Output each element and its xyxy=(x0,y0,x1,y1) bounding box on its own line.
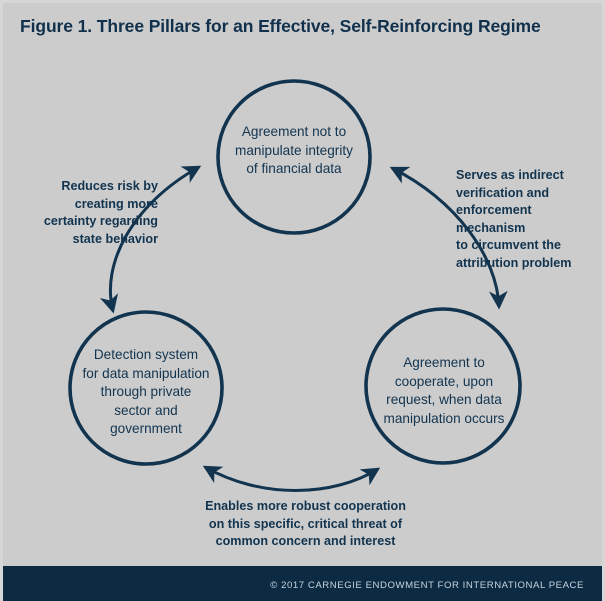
node-label-bottom-right-line-3: request, when data xyxy=(386,392,502,407)
diagram-canvas xyxy=(68,79,522,492)
connector-arrow-bottom xyxy=(202,465,381,492)
node-label-top: Agreement not to manipulate integrity of… xyxy=(218,123,370,179)
connector-label-bottom-line-1: Enables more robust cooperation xyxy=(205,499,406,513)
node-label-bottom-left-line-5: government xyxy=(110,421,182,436)
node-label-bottom-left-line-3: through private xyxy=(100,384,192,399)
connector-label-bottom-line-3: common concern and interest xyxy=(215,534,396,548)
connector-label-right-line-4: to circumvent the xyxy=(456,238,561,252)
connector-label-right-line-5: attribution problem xyxy=(456,255,572,270)
node-label-bottom-left-line-1: Detection system xyxy=(93,347,199,362)
connector-arrow-right xyxy=(389,166,508,310)
node-label-bottom-left: Detection system for data manipulation t… xyxy=(70,346,222,439)
connector-label-left-line-1: Reduces risk by xyxy=(61,179,158,193)
copyright-text: © 2017 CARNEGIE ENDOWMENT FOR INTERNATIO… xyxy=(270,580,584,591)
figure-title: Figure 1. Three Pillars for an Effective… xyxy=(20,16,541,36)
connector-label-right-line-1: Serves as indirect xyxy=(456,168,564,182)
node-label-bottom-right-line-4: manipulation occurs xyxy=(383,410,505,426)
connector-label-left: Reduces risk by creating more certainty … xyxy=(13,178,158,248)
node-label-bottom-right-line-2: cooperate, upon xyxy=(394,373,494,389)
node-label-top-line-3: of financial data xyxy=(246,161,342,176)
node-label-top-line-1: Agreement not to xyxy=(241,124,347,139)
node-circle-top xyxy=(216,79,372,235)
connector-label-left-line-4: state behavior xyxy=(72,231,158,246)
footer-bar: © 2017 CARNEGIE ENDOWMENT FOR INTERNATIO… xyxy=(3,566,602,601)
node-label-bottom-right-line-1: Agreement to xyxy=(403,355,485,370)
connector-label-right-line-2: verification and xyxy=(456,185,550,200)
node-label-bottom-left-line-4: sector and xyxy=(114,402,178,418)
connector-label-right: Serves as indirect verification and enfo… xyxy=(456,167,602,272)
node-label-bottom-left-line-2: for data manipulation xyxy=(82,365,210,381)
node-label-bottom-right: Agreement to cooperate, upon request, wh… xyxy=(367,354,521,428)
connector-label-left-line-2: creating more xyxy=(74,196,158,211)
node-label-top-line-2: manipulate integrity xyxy=(235,142,353,158)
connector-label-bottom-line-2: on this specific, critical threat of xyxy=(208,516,403,531)
connector-label-bottom: Enables more robust cooperation on this … xyxy=(153,498,458,551)
connector-arrow-left xyxy=(99,165,202,314)
connector-label-right-line-3: enforcement mechanism xyxy=(456,203,532,235)
connector-label-left-line-3: certainty regarding xyxy=(43,214,158,228)
